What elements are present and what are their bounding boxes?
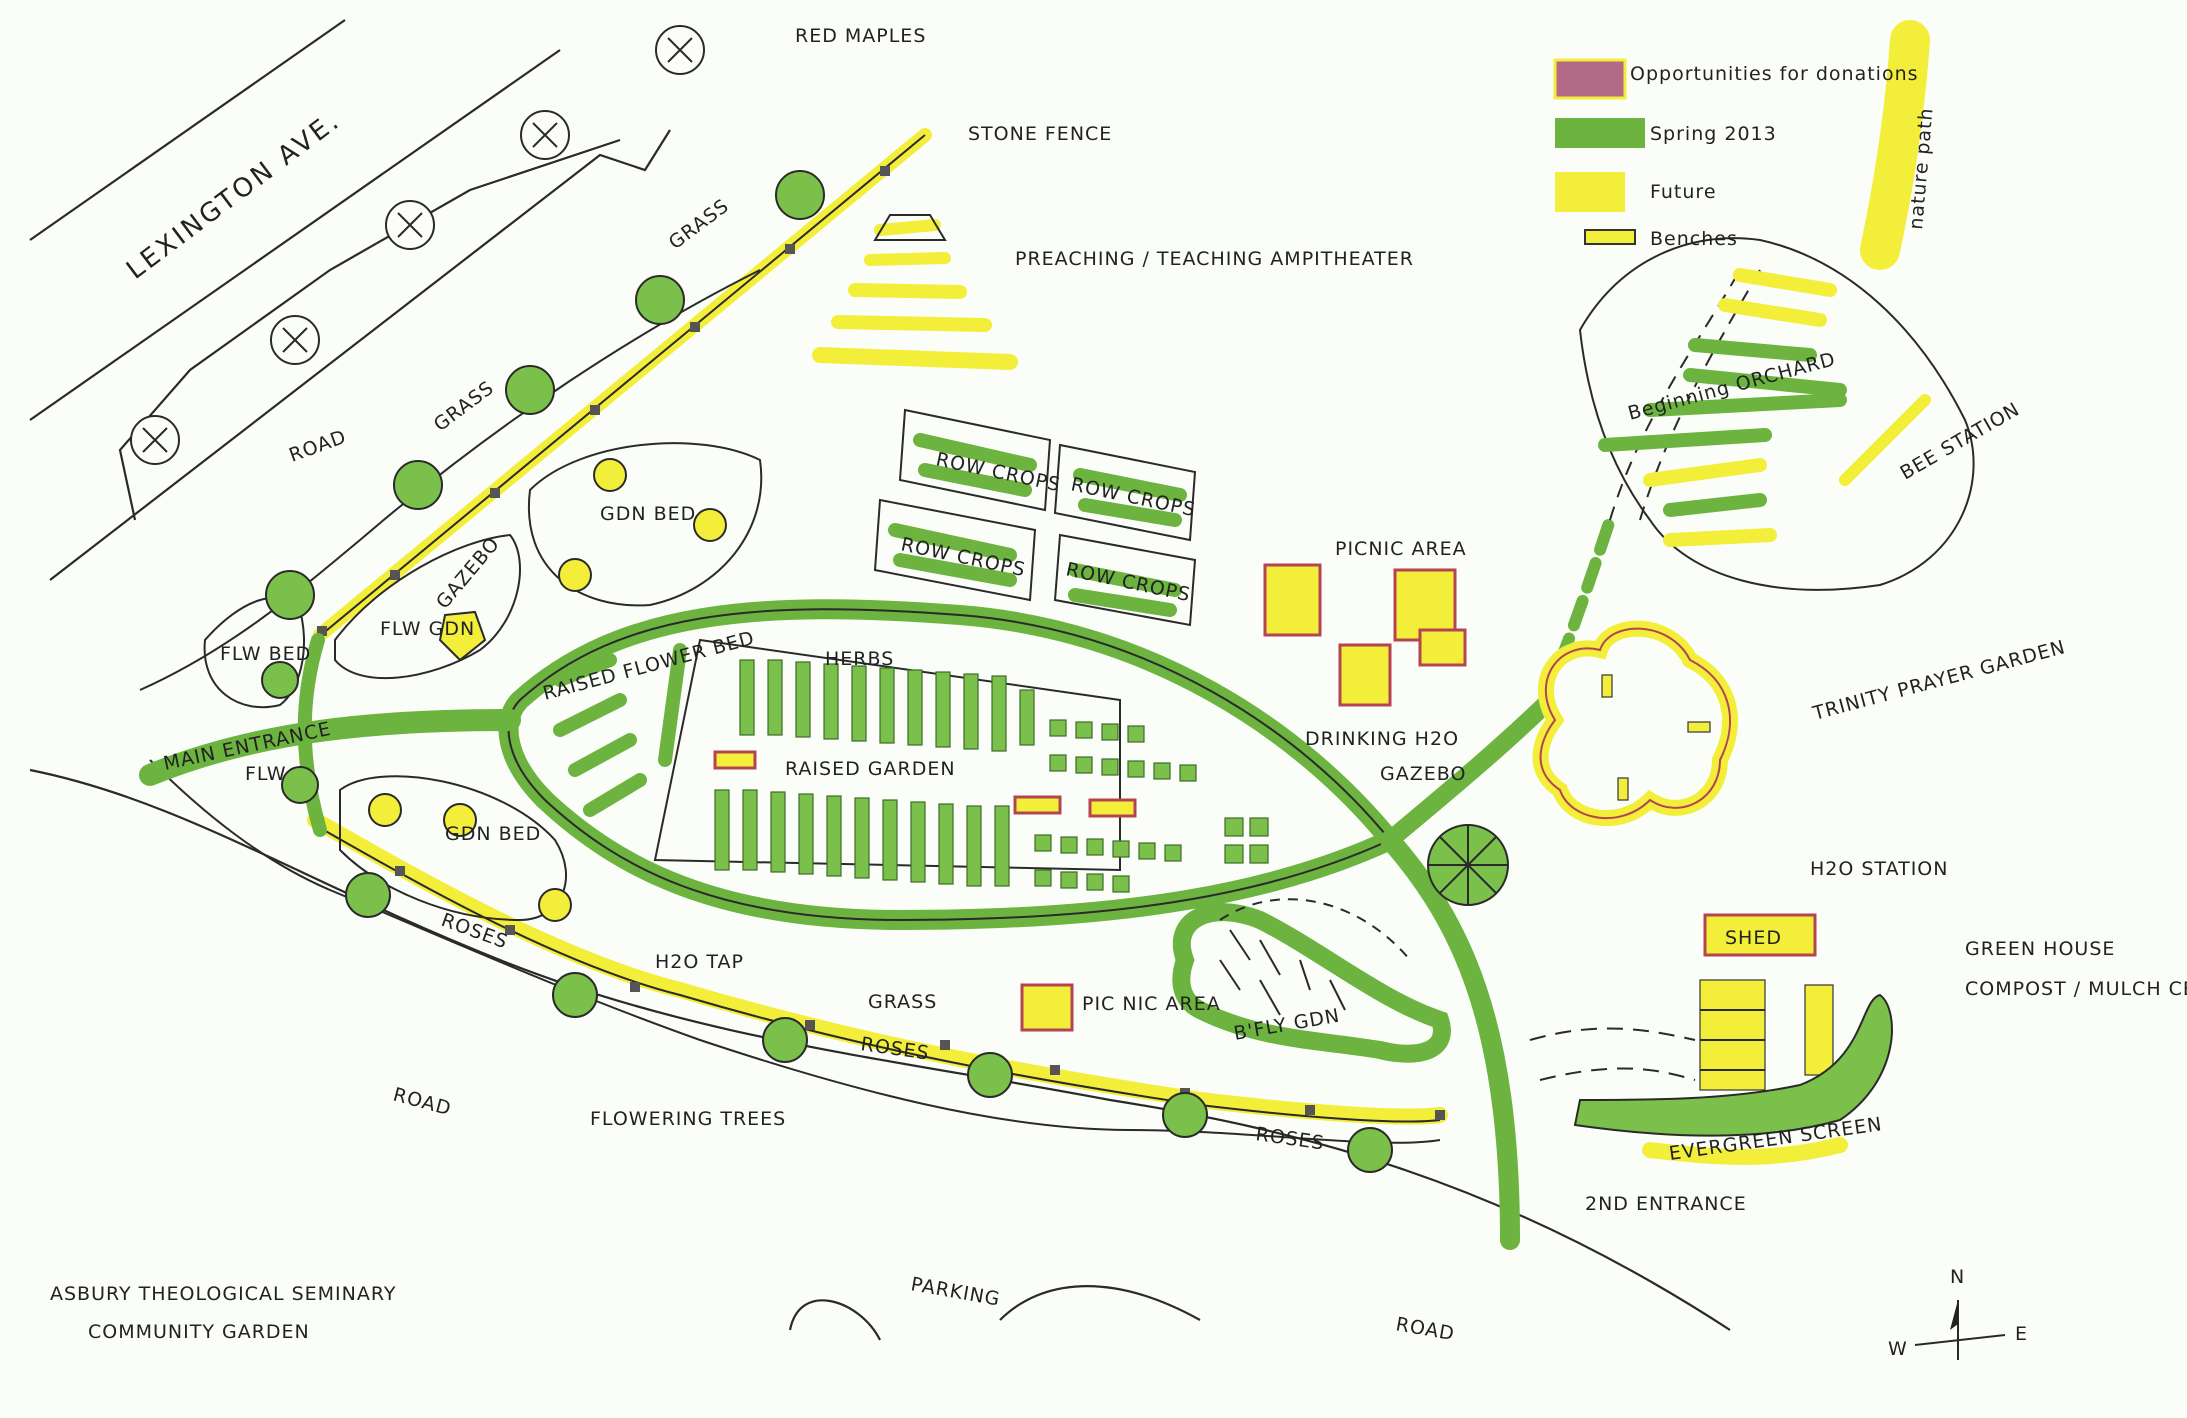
label-h2o-station: H2O STATION (1810, 858, 1948, 880)
raised-beds-row1 (739, 659, 1035, 752)
trinity-prayer-garden (1532, 620, 1738, 827)
label-gdn-bed-1: GDN BED (600, 503, 696, 525)
butterfly-garden (1172, 898, 1451, 1063)
label-roses-3: ROSES (1254, 1123, 1326, 1154)
label-gdn-bed-2: GDN BED (445, 823, 541, 845)
label-grass-1: GRASS (665, 195, 734, 254)
label-gazebo-right: GAZEBO (1380, 763, 1466, 785)
compass-west: W (1888, 1338, 1908, 1360)
label-grass-3: GRASS (868, 991, 937, 1013)
drinking-water-plots (1224, 817, 1269, 864)
parking-entry (788, 1285, 1201, 1341)
label-parking: PARKING (909, 1273, 1002, 1310)
road-top-inner (118, 138, 621, 521)
donation-bed-3 (1088, 798, 1137, 818)
donation-bed-2 (1013, 795, 1062, 815)
label-trinity: TRINITY PRAYER GARDEN (1810, 636, 2068, 725)
trees (130, 25, 1393, 1173)
label-shed: SHED (1725, 927, 1782, 949)
flw-bed-west (203, 596, 305, 709)
evergreen-screen (1573, 993, 1893, 1165)
lexington-avenue (29, 19, 671, 581)
compass: N E W (1888, 1266, 2028, 1360)
nature-path-dashes (1609, 269, 1761, 521)
label-h2o-tap: H2O TAP (655, 951, 744, 973)
legend-swatch-future (1555, 172, 1625, 212)
title-line-1: ASBURY THEOLOGICAL SEMINARY (50, 1283, 396, 1305)
picnic-area-east (1263, 563, 1467, 707)
label-flowering-trees: FLOWERING TREES (590, 1108, 786, 1130)
raised-garden (553, 638, 1197, 893)
label-road-bottom-left: ROAD (391, 1084, 454, 1121)
fence-posts (317, 166, 890, 636)
label-road-bottom-right: ROAD (1394, 1313, 1456, 1345)
label-red-maples: RED MAPLES (795, 25, 926, 47)
green-house (1699, 979, 1766, 1091)
compass-east: E (2015, 1323, 2028, 1345)
label-road-top: ROAD (286, 426, 349, 467)
shed (1703, 913, 1817, 957)
legend-label-benches: Benches (1650, 228, 1738, 250)
label-picnic-area-1: PICNIC AREA (1335, 538, 1467, 560)
main-entrance-path (139, 709, 521, 786)
legend-swatch-donations (1553, 58, 1627, 100)
compass-north: N (1950, 1266, 1965, 1288)
legend-swatch-spring (1555, 118, 1645, 148)
south-east-path (1380, 830, 1520, 1250)
north-east-path (1381, 681, 1569, 849)
label-drinking-h2o: DRINKING H2O (1305, 728, 1459, 750)
label-compost: COMPOST / MULCH CENTER (1965, 978, 2187, 1000)
label-herbs: HERBS (825, 648, 894, 670)
label-green-house: GREEN HOUSE (1965, 938, 2115, 960)
label-flw-bed-1: FLW BED (220, 643, 311, 665)
label-lexington: LEXINGTON AVE. (121, 105, 346, 285)
label-amphitheater: PREACHING / TEACHING AMPITHEATER (1015, 248, 1414, 270)
label-flw-bed-2: FLW (245, 763, 287, 785)
legend: Opportunities for donations Spring 2013 … (1553, 58, 1919, 250)
title-line-2: COMMUNITY GARDEN (88, 1321, 310, 1343)
raised-flower-beds (553, 643, 687, 817)
raised-beds-row2 (714, 789, 1010, 887)
orchard (1578, 237, 1975, 591)
small-beds (1034, 719, 1197, 893)
legend-swatch-benches (1584, 229, 1636, 245)
west-connector (297, 633, 327, 837)
picnic-area-south (1020, 983, 1074, 1032)
label-flw-gdn: FLW GDN (380, 618, 475, 640)
nature-path (1860, 20, 1930, 270)
legend-label-spring: Spring 2013 (1650, 123, 1777, 145)
amphitheater (812, 214, 1018, 370)
legend-label-future: Future (1650, 181, 1717, 203)
label-raised-garden: RAISED GARDEN (785, 758, 956, 780)
label-roses-2: ROSES (859, 1033, 931, 1064)
donation-bed-1 (713, 750, 757, 770)
gazebo-west (438, 610, 487, 662)
label-picnic-area-2: PIC NIC AREA (1082, 993, 1221, 1015)
gazebo-east (1427, 824, 1509, 906)
label-grass-2: GRASS (430, 377, 499, 436)
compost-center (1804, 984, 1834, 1076)
legend-label-donations: Opportunities for donations (1630, 63, 1919, 85)
row-crops (873, 408, 1197, 627)
flw-gdn-north (334, 533, 521, 680)
label-second-entrance: 2ND ENTRANCE (1585, 1193, 1747, 1215)
label-stone-fence: STONE FENCE (968, 123, 1112, 145)
